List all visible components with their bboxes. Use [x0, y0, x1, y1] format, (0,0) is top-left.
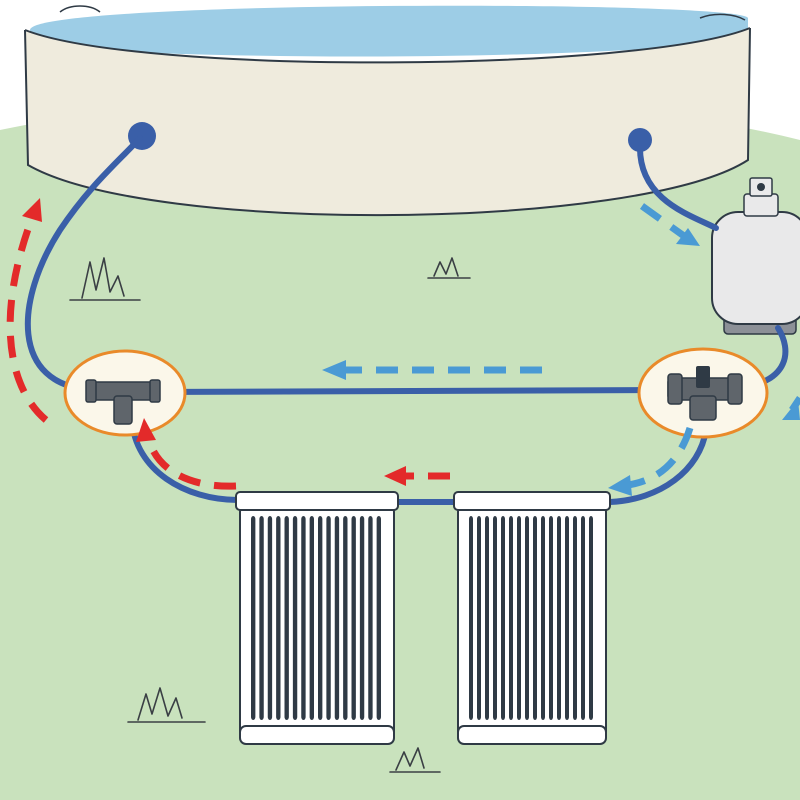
grass-tuft-icon — [69, 257, 471, 773]
panel-header — [453, 491, 611, 511]
cold-flow-arrowhead — [676, 228, 700, 246]
panel-tube — [326, 516, 331, 720]
panel-header — [235, 491, 399, 511]
panel-tube — [573, 516, 577, 720]
cold-flow-arrowhead — [608, 475, 632, 496]
panel-tube — [493, 516, 497, 720]
warm-flow-arrowhead — [136, 418, 156, 442]
panel-tube — [251, 516, 256, 720]
pool-pump-filter-icon — [711, 177, 800, 335]
panel-tube — [259, 516, 264, 720]
panel-tube — [581, 516, 585, 720]
hose-network — [24, 135, 789, 505]
solar-heater-panel-icon — [235, 491, 399, 745]
hose-tee-to-pool — [24, 135, 143, 393]
hose-panels-to-tee — [129, 417, 241, 503]
warm-water-flow-arrows — [6, 198, 450, 490]
three-way-valve-icon — [667, 366, 743, 421]
solar-heater-panel-icon — [453, 491, 611, 745]
tee-junction — [63, 349, 187, 437]
panel-tube — [565, 516, 569, 720]
hose-bypass — [149, 387, 673, 395]
cold-flow-arrow — [627, 426, 694, 489]
panel-tube — [541, 516, 545, 720]
pool-wall — [25, 28, 750, 216]
cold-water-flow-arrows — [322, 203, 800, 496]
panel-footer — [457, 725, 607, 745]
hose-pool-to-pump — [637, 145, 719, 231]
panel-tube — [276, 516, 281, 720]
panel-footer — [239, 725, 395, 745]
panel-tube — [533, 516, 537, 720]
panel-tube — [469, 516, 473, 720]
panel-tube — [318, 516, 323, 720]
warm-flow-arrow — [144, 435, 237, 490]
panel-tube — [376, 516, 381, 720]
panel-tube — [549, 516, 553, 720]
panel-tube — [334, 516, 340, 720]
warm-flow-arrowhead — [384, 466, 406, 486]
panel-tube — [525, 516, 529, 720]
panel-tube — [301, 516, 306, 720]
panel-tube — [359, 516, 365, 720]
panel-tube — [343, 516, 348, 720]
t-connector-icon — [85, 379, 161, 425]
pool — [24, 5, 751, 216]
panel-tube — [485, 516, 489, 720]
cold-flow-arrow — [639, 203, 687, 239]
valve-junction — [637, 347, 769, 439]
warm-flow-arrow — [6, 216, 49, 423]
panel-tube — [477, 516, 481, 720]
pool-water — [30, 5, 748, 57]
panel-tube — [589, 516, 593, 720]
panel-tube — [368, 516, 373, 720]
panel-tube — [509, 516, 513, 720]
panel-tube — [292, 516, 298, 720]
panel-tube — [557, 516, 561, 720]
panel-tube — [284, 516, 289, 720]
warm-flow-arrowhead — [22, 198, 42, 222]
panel-tube — [267, 516, 273, 720]
pool-intake-port — [628, 128, 652, 152]
panel-tube — [517, 516, 521, 720]
panel-tube — [501, 516, 505, 720]
panel-tube — [351, 516, 356, 720]
panel-tube — [309, 516, 314, 720]
cold-flow-arrowhead — [782, 400, 800, 420]
cold-flow-arrowhead — [322, 360, 346, 380]
